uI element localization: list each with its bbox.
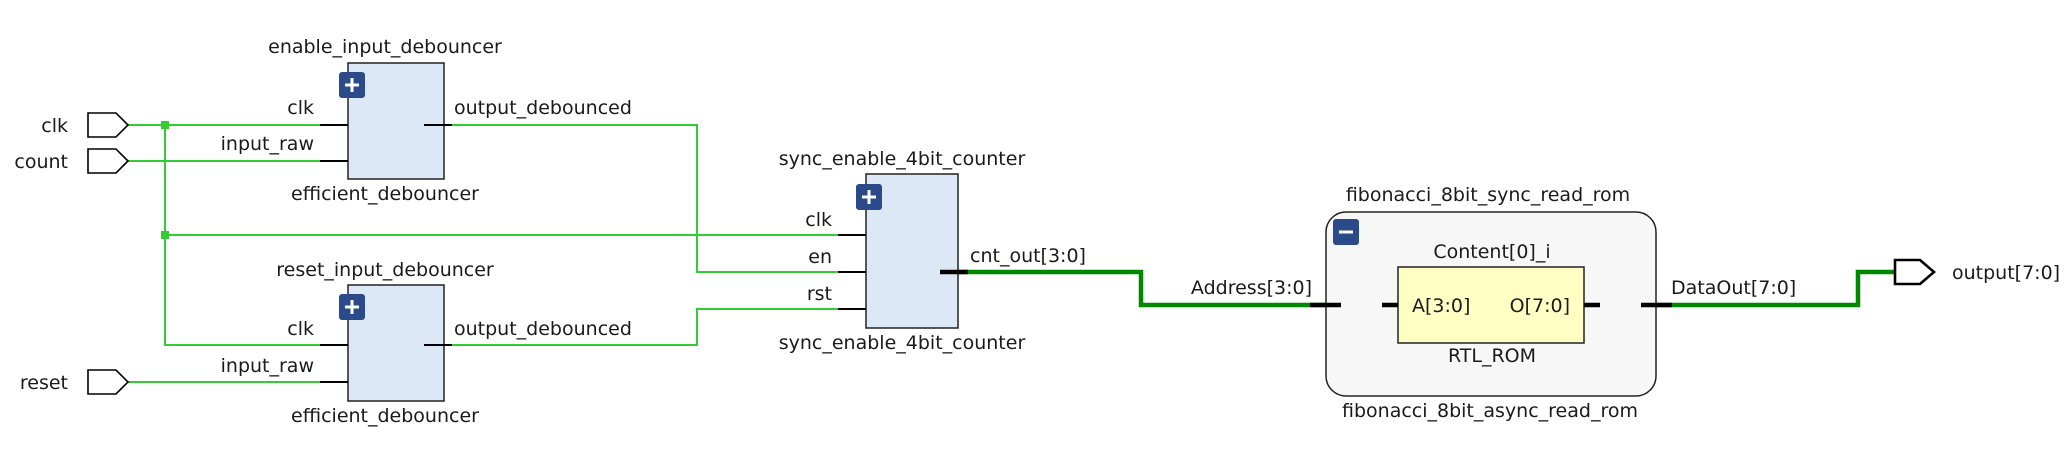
instance-name: sync_enable_4bit_counter bbox=[779, 148, 1026, 170]
instance-name: enable_input_debouncer bbox=[268, 36, 502, 58]
pin-label-rst: rst bbox=[807, 283, 832, 305]
pin-label-clk: clk bbox=[805, 209, 832, 231]
pin-label-input-raw: input_raw bbox=[221, 133, 314, 155]
inner-pin-a: A[3:0] bbox=[1412, 295, 1470, 317]
inner-module-name: RTL_ROM bbox=[1448, 345, 1536, 367]
input-port-clk[interactable]: clk bbox=[41, 112, 130, 138]
net-enable-debounced[interactable] bbox=[444, 124, 866, 273]
pin-label-en: en bbox=[808, 246, 832, 268]
module-name: fibonacci_8bit_async_read_rom bbox=[1342, 400, 1638, 422]
expand-icon[interactable] bbox=[339, 72, 365, 98]
inner-instance-name: Content[0]_i bbox=[1433, 241, 1550, 263]
inner-pin-o: O[7:0] bbox=[1510, 295, 1570, 317]
port-label-output: output[7:0] bbox=[1952, 262, 2060, 284]
module-name: efficient_debouncer bbox=[291, 405, 479, 427]
port-label-reset: reset bbox=[20, 372, 68, 394]
pin-label-clk: clk bbox=[287, 97, 314, 119]
pin-label-clk: clk bbox=[287, 318, 314, 340]
pin-label-address: Address[3:0] bbox=[1191, 277, 1312, 299]
net-cnt-out-bus[interactable] bbox=[958, 269, 1341, 308]
sync-enable-4bit-counter-block[interactable]: sync_enable_4bit_counter clk en rst cnt_… bbox=[779, 148, 1086, 354]
module-name: efficient_debouncer bbox=[291, 183, 479, 205]
pin-label-dataout: DataOut[7:0] bbox=[1671, 277, 1796, 299]
pin-label-input-raw: input_raw bbox=[221, 355, 314, 377]
reset-input-debouncer-block[interactable]: reset_input_debouncer clk input_raw outp… bbox=[221, 259, 632, 427]
input-port-count[interactable]: count bbox=[14, 148, 130, 174]
net-clk-trunk[interactable] bbox=[164, 125, 348, 346]
net-junction bbox=[161, 121, 169, 129]
instance-name: fibonacci_8bit_sync_read_rom bbox=[1346, 184, 1630, 206]
instance-name: reset_input_debouncer bbox=[276, 259, 494, 281]
port-label-count: count bbox=[14, 151, 68, 173]
rtl-rom-cell[interactable]: Content[0]_i A[3:0] O[7:0] RTL_ROM bbox=[1382, 241, 1600, 367]
fibonacci-rom-block[interactable]: fibonacci_8bit_sync_read_rom Address[3:0… bbox=[1191, 184, 1796, 422]
pin-label-cnt-out: cnt_out[3:0] bbox=[970, 245, 1086, 267]
net-reset-debounced[interactable] bbox=[444, 308, 866, 346]
expand-icon[interactable] bbox=[856, 184, 882, 210]
enable-input-debouncer-block[interactable]: enable_input_debouncer clk input_raw out… bbox=[221, 36, 632, 205]
net-junction bbox=[161, 231, 169, 239]
pin-label-output-debounced: output_debounced bbox=[454, 97, 632, 119]
net-output-bus[interactable] bbox=[1675, 269, 1895, 308]
pin-label-output-debounced: output_debounced bbox=[454, 318, 632, 340]
output-port-output[interactable]: output[7:0] bbox=[1893, 258, 2060, 286]
module-name: sync_enable_4bit_counter bbox=[779, 332, 1026, 354]
expand-icon[interactable] bbox=[339, 294, 365, 320]
port-label-clk: clk bbox=[41, 115, 68, 137]
input-port-reset[interactable]: reset bbox=[20, 369, 130, 395]
collapse-icon[interactable] bbox=[1333, 219, 1359, 245]
